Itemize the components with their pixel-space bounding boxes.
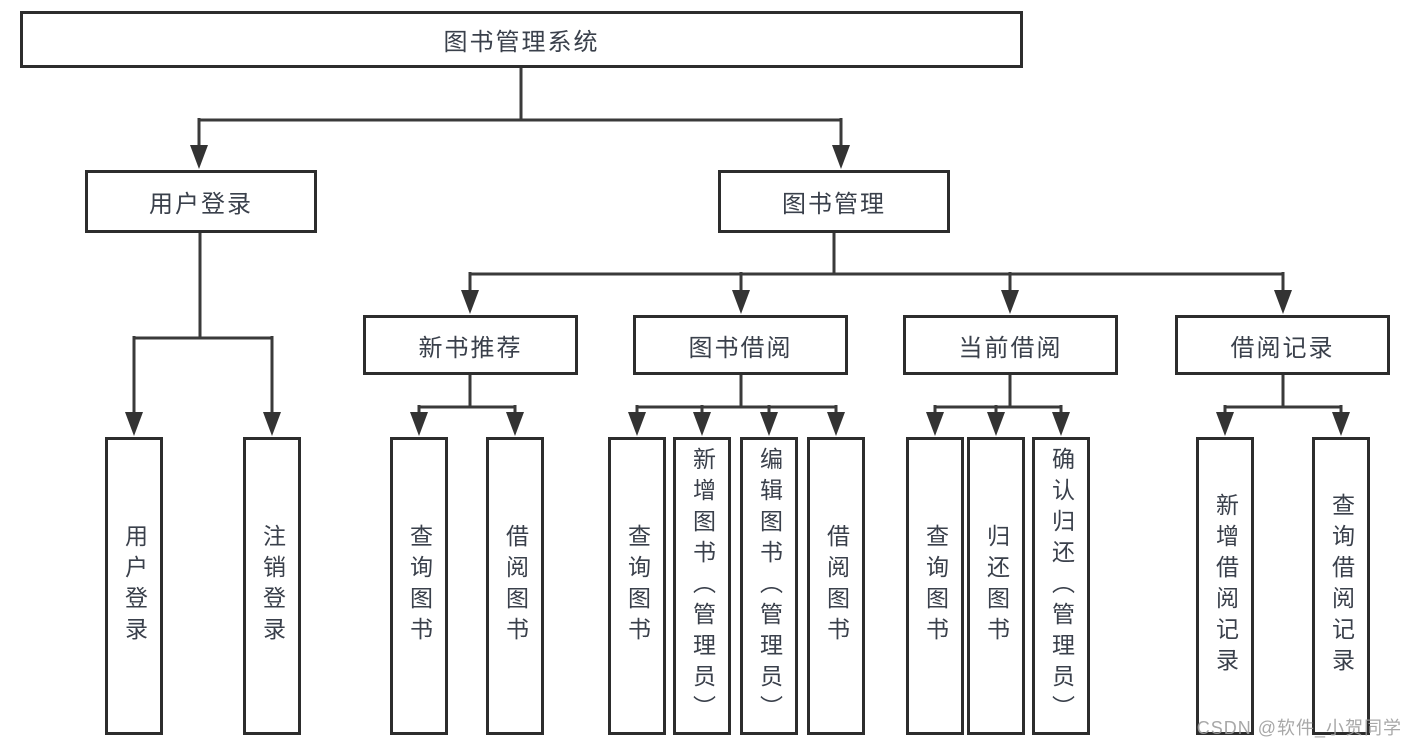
node-borrow-records: 借阅记录 <box>1175 315 1390 375</box>
leaf-label: 归还图书 <box>983 524 1010 648</box>
leaf-logout: 注销登录 <box>243 437 301 735</box>
leaf-return-books: 归还图书 <box>967 437 1025 735</box>
leaf-label: 注销登录 <box>259 524 286 648</box>
leaf-user-login: 用户登录 <box>105 437 163 735</box>
csdn-watermark: CSDN @软件_小贺同学 <box>1196 718 1402 738</box>
node-book-borrowing: 图书借阅 <box>633 315 848 375</box>
connector-records-to-leaves <box>1223 373 1343 413</box>
connector-borrow-to-leaves <box>635 373 838 413</box>
leaf-query-books-current: 查询图书 <box>906 437 964 735</box>
leaf-label: 确认归还（管理员） <box>1048 446 1075 726</box>
node-current-borrowing: 当前借阅 <box>903 315 1118 375</box>
leaf-label: 用户登录 <box>121 524 148 648</box>
leaf-label: 查询借阅记录 <box>1328 493 1355 679</box>
leaf-add-borrow-record: 新增借阅记录 <box>1196 437 1254 735</box>
leaf-confirm-return-admin: 确认归还（管理员） <box>1032 437 1090 735</box>
leaf-borrow-books-recommend: 借阅图书 <box>486 437 544 735</box>
leaf-label: 查询图书 <box>922 524 949 648</box>
connector-root-to-level2 <box>197 66 843 146</box>
node-system-root: 图书管理系统 <box>20 11 1023 68</box>
node-user-login: 用户登录 <box>85 170 317 233</box>
leaf-label: 查询图书 <box>406 524 433 648</box>
leaf-edit-books-admin: 编辑图书（管理员） <box>740 437 798 735</box>
leaf-add-books-admin: 新增图书（管理员） <box>673 437 731 735</box>
leaf-label: 查询图书 <box>624 524 651 648</box>
leaf-borrow-books: 借阅图书 <box>807 437 865 735</box>
connector-current-to-leaves <box>933 373 1063 413</box>
connector-login-to-leaves <box>132 231 274 413</box>
leaf-label: 新增图书（管理员） <box>689 446 716 726</box>
node-new-book-recommend: 新书推荐 <box>363 315 578 375</box>
arrowhead-icons <box>125 145 1350 436</box>
leaf-query-borrow-record: 查询借阅记录 <box>1312 437 1370 735</box>
leaf-label: 新增借阅记录 <box>1212 493 1239 679</box>
node-book-management: 图书管理 <box>718 170 950 233</box>
leaf-query-books-recommend: 查询图书 <box>390 437 448 735</box>
leaf-label: 编辑图书（管理员） <box>756 446 783 726</box>
connector-mgmt-to-level3 <box>468 231 1285 291</box>
connector-newrec-to-leaves <box>417 373 517 413</box>
leaf-label: 借阅图书 <box>823 524 850 648</box>
leaf-query-books-borrowing: 查询图书 <box>608 437 666 735</box>
leaf-label: 借阅图书 <box>502 524 529 648</box>
